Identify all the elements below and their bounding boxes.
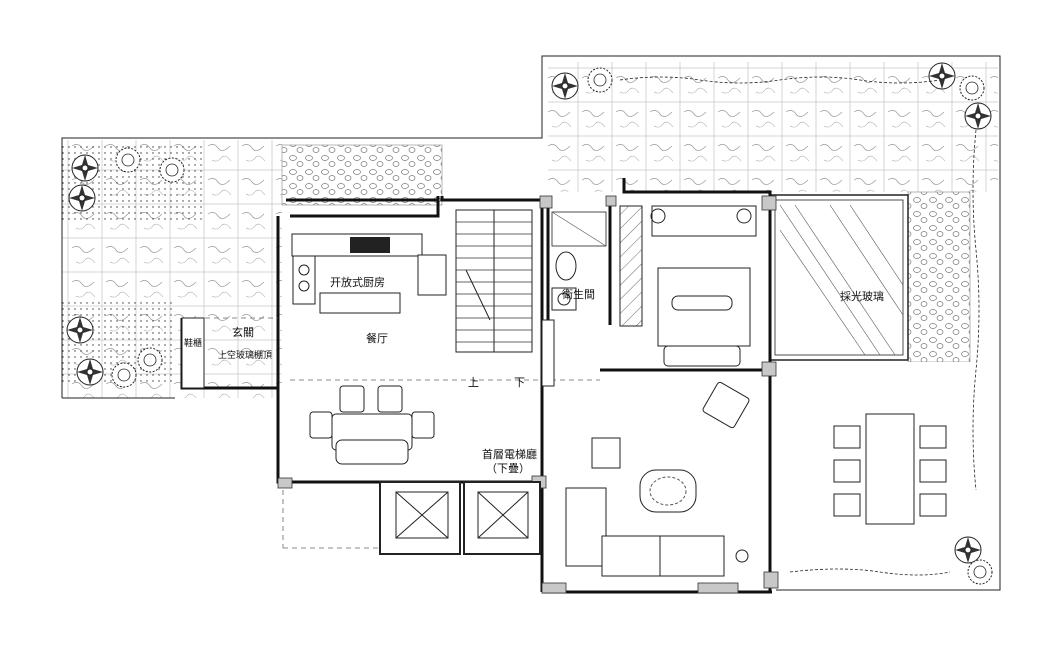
living-room <box>565 437 749 577</box>
label-open-kitchen: 开放式厨房 <box>330 275 385 289</box>
bathroom-fixtures <box>551 211 607 311</box>
label-shoe-cabinet: 鞋櫃 <box>184 337 202 349</box>
label-dining: 餐厅 <box>366 331 388 345</box>
label-stair-up: 上 <box>468 376 479 389</box>
bedroom-suite <box>619 205 757 429</box>
dining-set <box>309 385 435 465</box>
label-glass-canopy: 上空玻璃棚頂 <box>218 349 272 361</box>
label-stair-down: 下 <box>514 376 525 389</box>
skylight-glass <box>769 194 909 361</box>
site-boundary <box>61 55 1001 591</box>
left-garden <box>62 140 443 398</box>
label-lower-floor: （下疊） <box>486 462 530 475</box>
stair <box>455 209 533 353</box>
wall-columns <box>181 195 779 594</box>
elevators <box>379 481 541 555</box>
label-skylight: 採光玻璃 <box>840 289 884 303</box>
terrace-table <box>833 413 947 525</box>
label-entrance: 玄關 <box>232 325 254 339</box>
label-bathroom: 衛生間 <box>562 287 595 301</box>
label-elevator-hall: 首層電梯廳 <box>482 447 537 461</box>
kitchen-counter <box>291 233 447 314</box>
